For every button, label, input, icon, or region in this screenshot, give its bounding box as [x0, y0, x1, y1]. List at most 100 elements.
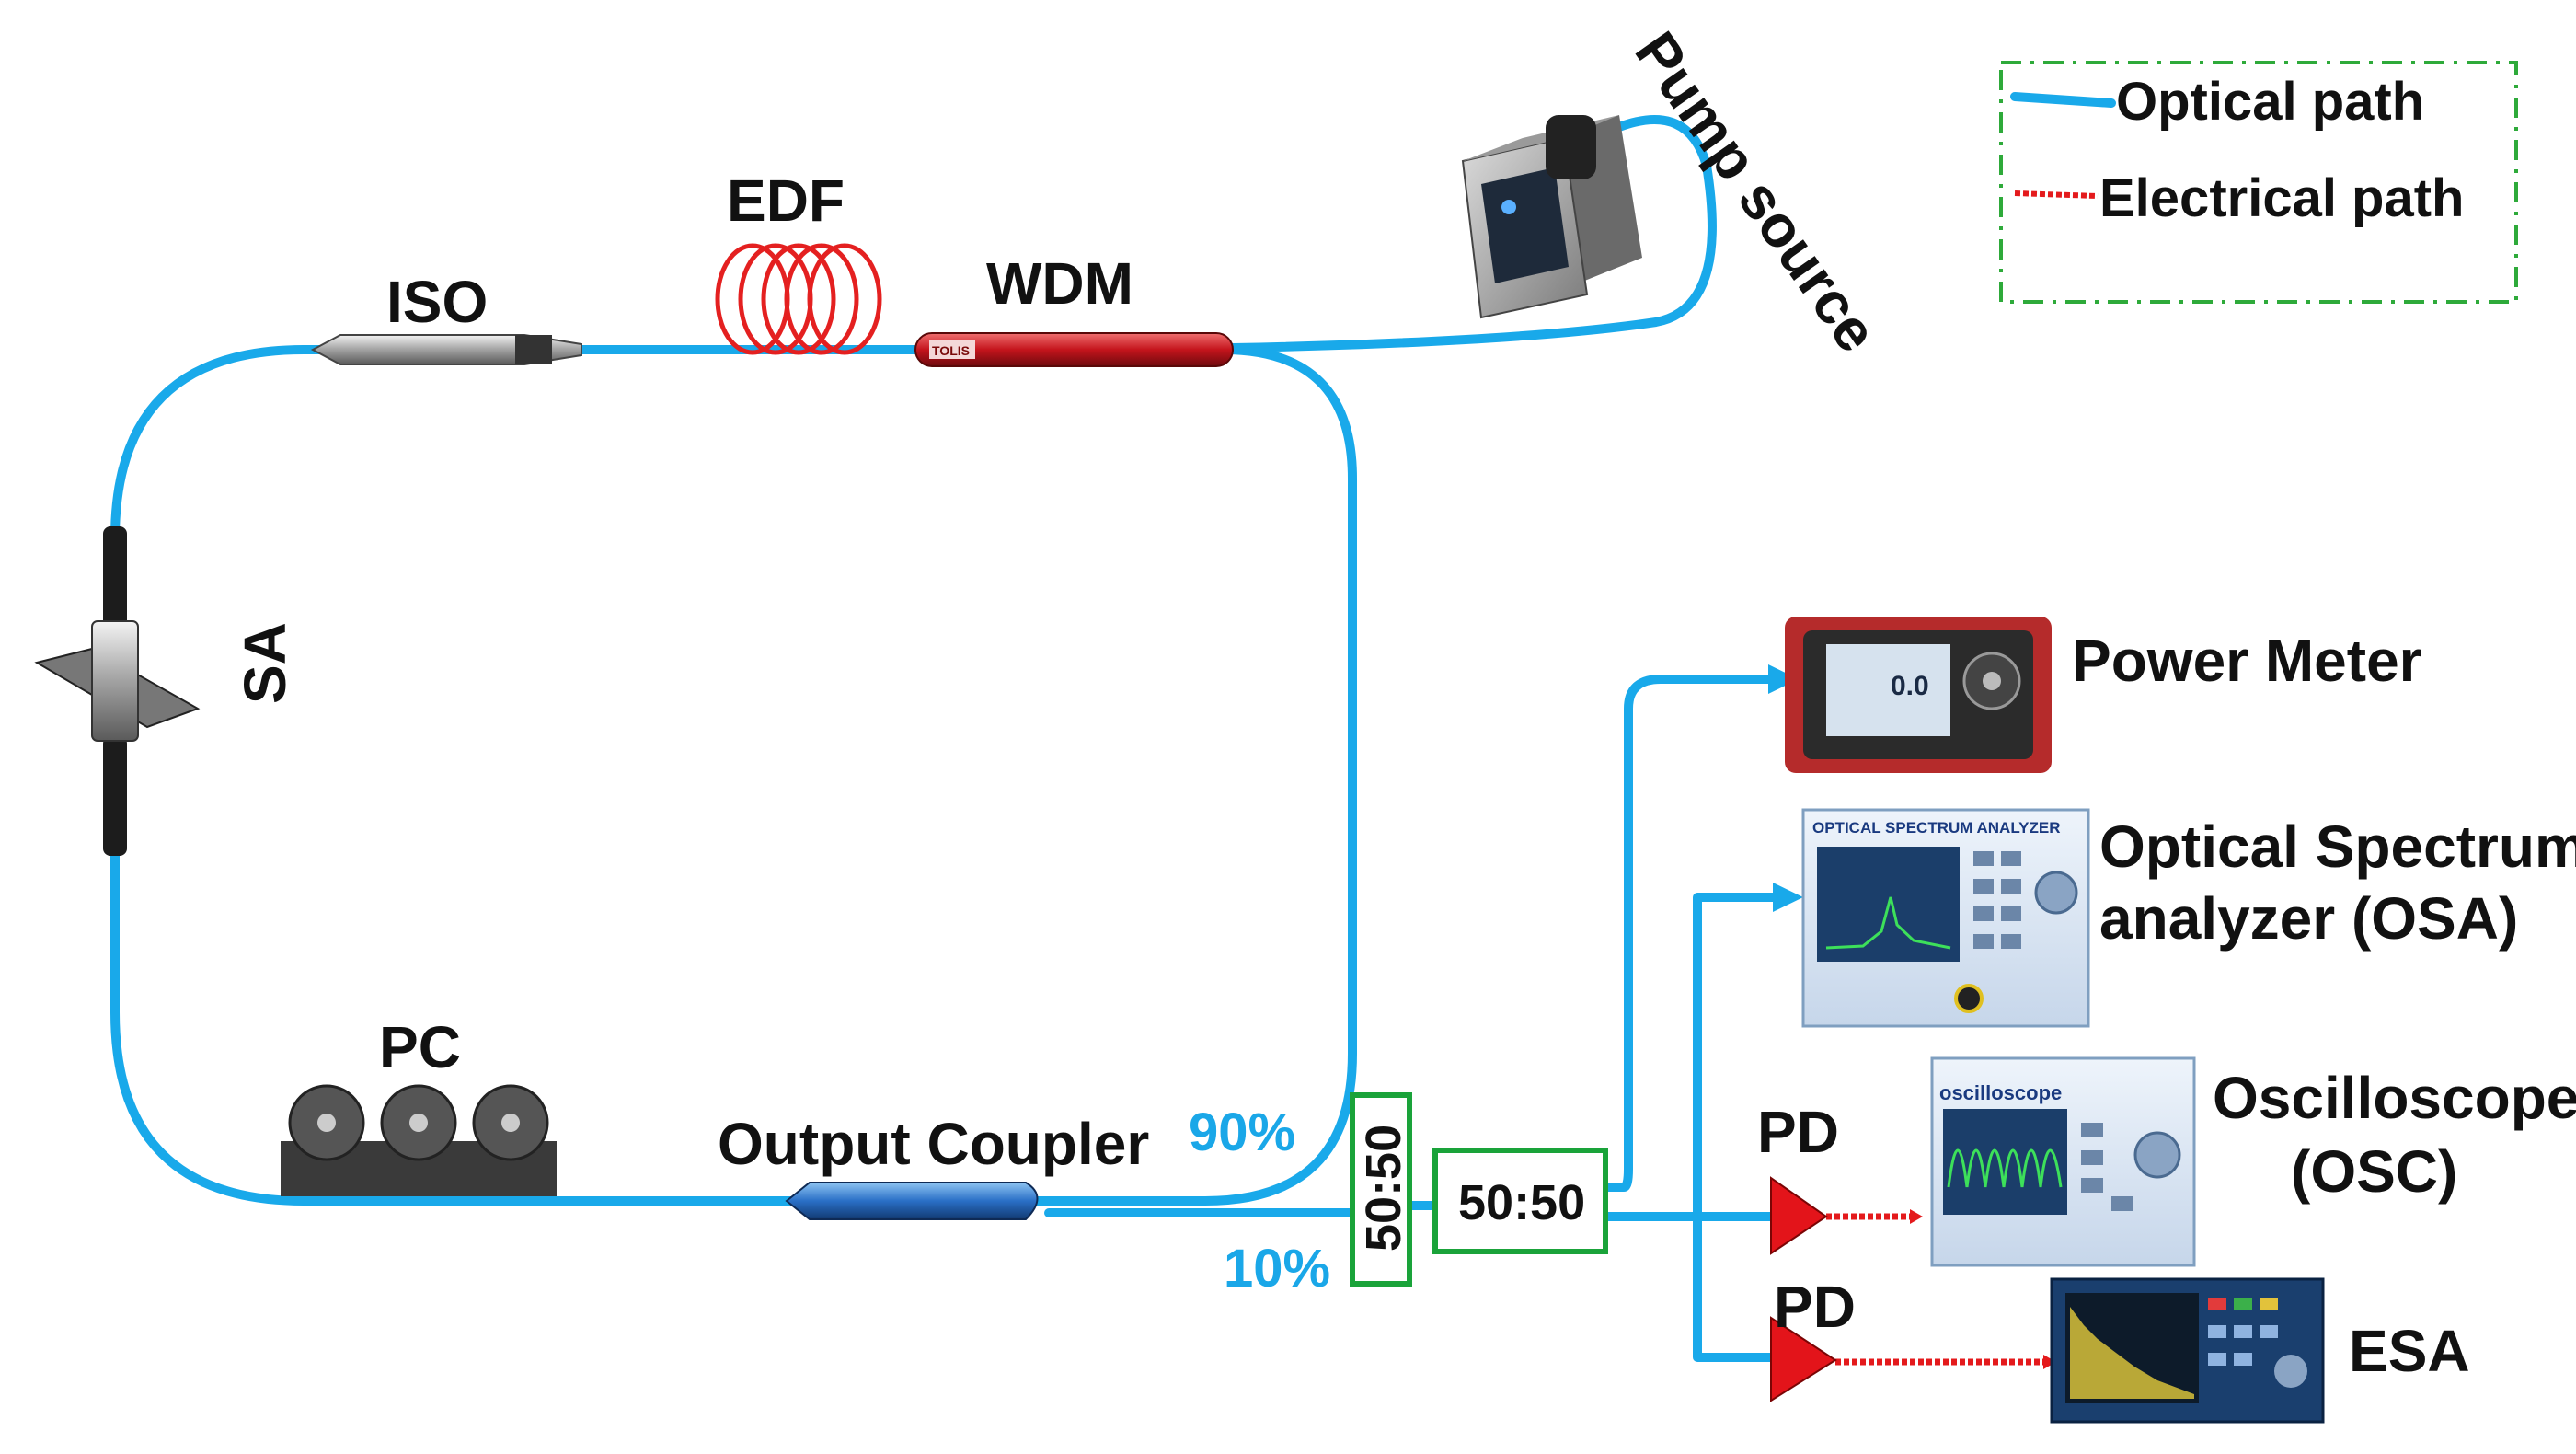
- edf-loop-3: [761, 243, 836, 355]
- pump-cylinder: [1546, 115, 1596, 179]
- osa-input-port: [1954, 984, 1984, 1013]
- isolator-band: [515, 335, 552, 364]
- pd-1-triangle: [1770, 1176, 1828, 1255]
- isolator-body: [310, 334, 582, 365]
- osa-key: [1973, 934, 1994, 949]
- sa-label: SA: [232, 622, 298, 704]
- osc-knob: [2133, 1131, 2181, 1179]
- oscilloscope-device: oscilloscope Oscilloscope (OSC): [1930, 1056, 2576, 1267]
- fiber-power-meter: [1601, 675, 1780, 1192]
- esa-button: [2208, 1298, 2226, 1310]
- coupler-1-label: 50:50: [1356, 1125, 1411, 1252]
- wdm-body: [914, 332, 1234, 367]
- osa-keypad: [1973, 851, 2021, 949]
- coupler-2-label: 50:50: [1458, 1175, 1585, 1230]
- osc-button: [2111, 1196, 2133, 1211]
- osa-label-line2: analyzer (OSA): [2099, 885, 2518, 952]
- pc-paddle-2-hub: [409, 1114, 428, 1132]
- pd-1: PD: [1757, 1099, 1839, 1255]
- esa-button: [2234, 1325, 2252, 1338]
- esa-label: ESA: [2349, 1318, 2470, 1384]
- iso-label: ISO: [386, 269, 488, 335]
- pump-source-device: [1461, 115, 1642, 319]
- esa-knob: [2274, 1355, 2307, 1388]
- coupler-1: 50:50: [1350, 1092, 1412, 1287]
- osa-key: [2001, 906, 2021, 921]
- esa-button: [2234, 1353, 2252, 1366]
- legend-electrical-label: Electrical path: [2099, 168, 2464, 228]
- esa-button: [2208, 1353, 2226, 1366]
- wdm-label: WDM: [986, 250, 1133, 317]
- pd-1-label: PD: [1757, 1099, 1839, 1165]
- osc-buttons: [2081, 1123, 2133, 1211]
- legend-optical-label: Optical path: [2116, 72, 2424, 132]
- osa-knob: [2034, 871, 2078, 915]
- arrow-power-meter: [1768, 664, 1799, 694]
- saturable-absorber: SA: [34, 526, 298, 856]
- fiber-distribution: [1601, 893, 1785, 1362]
- osc-button: [2081, 1123, 2103, 1137]
- osa-key: [2001, 879, 2021, 894]
- power-meter-label: Power Meter: [2072, 628, 2422, 694]
- legend-optical-swatch: [2010, 92, 2116, 108]
- polarization-controller: PC: [281, 1014, 557, 1196]
- arrow-osa: [1773, 883, 1803, 912]
- osc-waveform: [1947, 1148, 2063, 1188]
- osa-label-line1: Optical Spectrum: [2099, 814, 2576, 880]
- esa-buttons: [2208, 1298, 2307, 1388]
- legend-electrical-swatch: [2014, 190, 2099, 199]
- coupler-2-box: [1432, 1148, 1608, 1254]
- pump-screen: [1481, 167, 1569, 283]
- esa-button: [2260, 1325, 2278, 1338]
- edf-label: EDF: [727, 167, 845, 234]
- pd-2-triangle: [1770, 1316, 1837, 1402]
- isolator: ISO: [310, 269, 582, 365]
- coupler-2: 50:50: [1432, 1148, 1608, 1254]
- osc-button: [2081, 1178, 2103, 1193]
- osa-key: [1973, 879, 1994, 894]
- esa-button: [2234, 1298, 2252, 1310]
- osa-spectrum-trace: [1825, 896, 1951, 950]
- osc-screen-title: oscilloscope: [1939, 1081, 2062, 1104]
- output-coupler-label: Output Coupler: [718, 1111, 1149, 1177]
- power-meter-reading: 0.0: [1891, 671, 1929, 701]
- wdm: TOLIS WDM: [914, 250, 1234, 367]
- electrical-paths: [1826, 1213, 2047, 1366]
- sa-connector-bottom: [103, 736, 127, 856]
- output-coupler-body: [785, 1182, 1039, 1220]
- osa-key: [2001, 851, 2021, 866]
- pc-paddle-3-hub: [501, 1114, 520, 1132]
- edf-loop-4: [784, 243, 859, 355]
- sa-housing: [91, 620, 139, 742]
- osa-key: [2001, 934, 2021, 949]
- output-coupler: Output Coupler: [718, 1111, 1149, 1220]
- pump-label: Pump source: [1623, 20, 1892, 364]
- osc-button: [2081, 1150, 2103, 1165]
- pc-paddle-1-hub: [317, 1114, 336, 1132]
- wdm-tag-text: TOLIS: [932, 343, 970, 358]
- pc-label: PC: [379, 1014, 461, 1080]
- esa-button: [2260, 1298, 2278, 1310]
- osc-label-line1: Oscilloscope: [2213, 1065, 2576, 1131]
- esa-device: ESA: [2050, 1277, 2470, 1424]
- optical-arrowheads: [1768, 664, 1803, 912]
- esa-button: [2208, 1325, 2226, 1338]
- osa-key: [1973, 851, 1994, 866]
- esa-spectrum: [2070, 1307, 2194, 1399]
- pct-90-label: 90%: [1189, 1102, 1295, 1162]
- wire-osc-tip: [1910, 1209, 1923, 1224]
- power-meter-device: 0.0 Power Meter: [1785, 617, 2422, 773]
- osa-device: OPTICAL SPECTRUM ANALYZER Optical Spectr…: [1801, 808, 2576, 1028]
- optical-paths: [110, 115, 1785, 1362]
- wdm-tag: [929, 340, 975, 359]
- wire-esa-tip: [2043, 1355, 2056, 1369]
- fiber-pump: [1228, 115, 1717, 352]
- legend-box: [1999, 61, 2518, 304]
- power-meter-screen: [1826, 644, 1950, 736]
- osa-key: [1973, 906, 1994, 921]
- power-meter-dial-center: [1983, 672, 2001, 690]
- edf-coil: [715, 243, 882, 355]
- coupler-1-box: [1350, 1092, 1412, 1287]
